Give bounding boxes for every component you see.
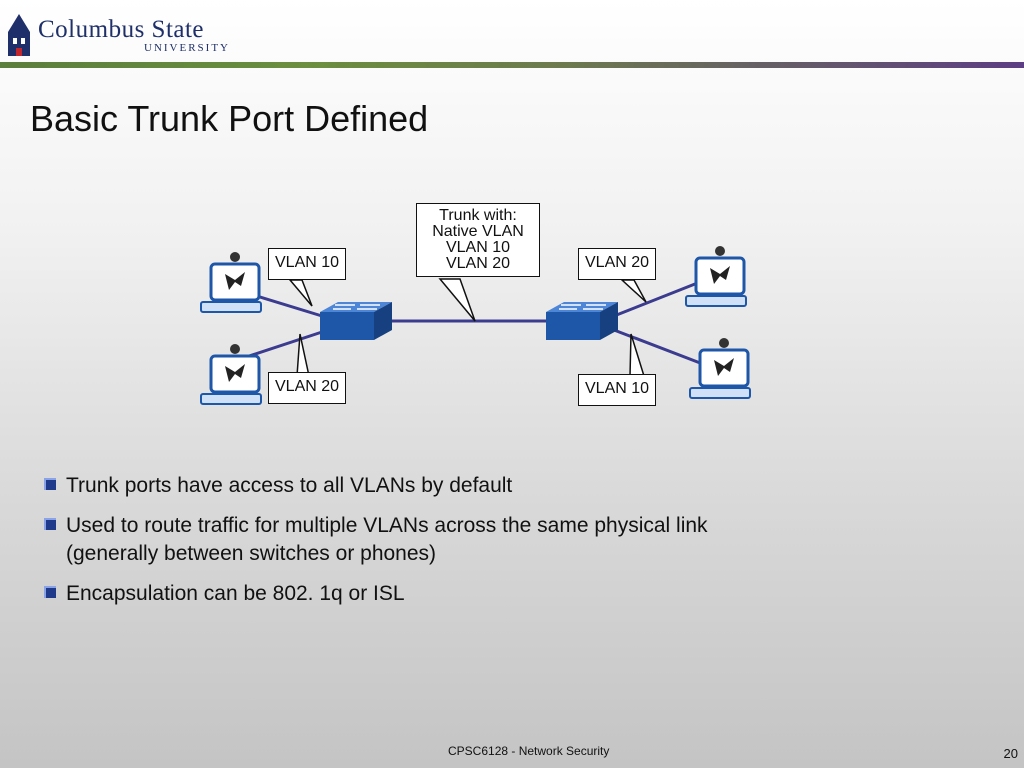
bullet-item: Trunk ports have access to all VLANs by …	[44, 472, 804, 500]
bullet-text: Encapsulation can be 802. 1q or ISL	[66, 582, 405, 605]
callout-text: VLAN 20	[585, 254, 650, 271]
page-number: 20	[1003, 746, 1018, 761]
callout-text: VLAN 10	[585, 380, 650, 397]
callout-line: Native VLAN	[432, 223, 524, 240]
callout-left-bottom: VLAN 20	[268, 372, 347, 404]
link-switch-right-pc-tr	[613, 280, 701, 318]
callout-left-top: VLAN 10	[268, 248, 347, 280]
pointer-left-top	[288, 279, 313, 307]
callout-text: VLAN 20	[275, 378, 340, 395]
pointer-trunk	[438, 278, 476, 322]
header-rule	[0, 62, 1024, 68]
bullet-text: Used to route traffic for multiple VLANs…	[66, 514, 708, 565]
callout-line: VLAN 10	[445, 239, 511, 256]
university-logo: Columbus State UNIVERSITY	[4, 10, 254, 60]
logo-name: Columbus State	[38, 16, 205, 43]
pointer-right-top	[620, 279, 647, 303]
square-bullet-icon	[44, 586, 56, 598]
bullet-item: Encapsulation can be 802. 1q or ISL	[44, 580, 804, 608]
callout-line: VLAN 20	[445, 255, 511, 272]
slide-title: Basic Trunk Port Defined	[30, 98, 429, 139]
bullet-text: Trunk ports have access to all VLANs by …	[66, 474, 513, 497]
pc-bottom-left-icon	[200, 344, 262, 405]
callout-text: VLAN 10	[275, 254, 340, 271]
switch-left	[320, 302, 392, 340]
pc-bottom-right-icon	[689, 338, 751, 399]
trunk-diagram	[200, 246, 751, 405]
callout-right-bottom: VLAN 10	[578, 374, 657, 406]
bullet-item: Used to route traffic for multiple VLANs…	[44, 512, 804, 568]
square-bullet-icon	[44, 478, 56, 490]
square-bullet-icon	[44, 518, 56, 530]
callout-trunk: Trunk with: Native VLAN VLAN 10 VLAN 20	[416, 203, 540, 277]
callout-line: Trunk with:	[439, 207, 517, 224]
logo-sub: UNIVERSITY	[144, 42, 230, 54]
pc-top-left-icon	[200, 252, 262, 313]
pc-top-right-icon	[685, 246, 747, 307]
link-switch-right-pc-br	[613, 328, 709, 368]
switch-right	[546, 302, 618, 340]
callout-right-top: VLAN 20	[578, 248, 657, 280]
pointer-left-bottom	[296, 333, 310, 377]
footer-course: CPSC6128 - Network Security	[448, 744, 610, 758]
bullet-list: Trunk ports have access to all VLANs by …	[44, 472, 804, 620]
tower-logo-icon	[8, 14, 30, 56]
